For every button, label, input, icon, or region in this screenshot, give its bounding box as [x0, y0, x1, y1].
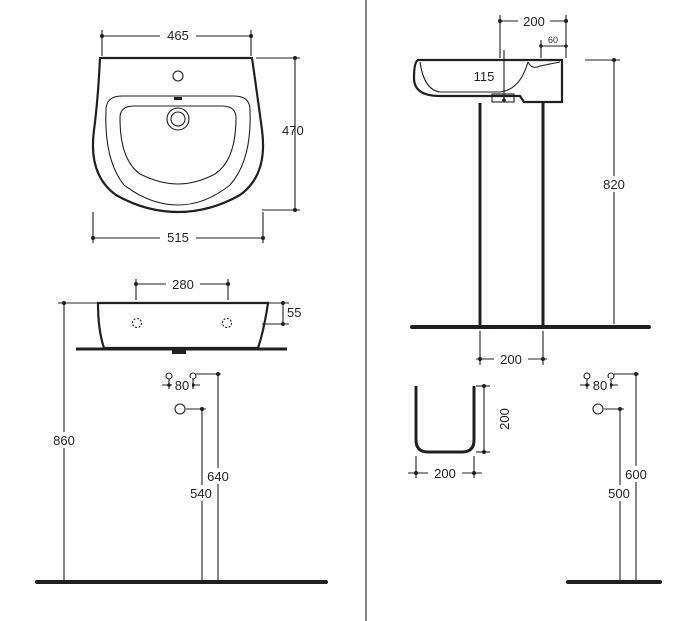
dim-side-200-label: 200: [523, 14, 545, 29]
dim-540-label: 540: [190, 486, 212, 501]
front-view: 280 55 860 80 640 540: [35, 276, 328, 584]
fixing-hole-left: [131, 317, 143, 329]
dim-80-left-label: 80: [175, 378, 189, 393]
front-basin: [96, 301, 270, 350]
semi-pedestal-view: 200 200: [408, 384, 512, 481]
top-view: 465 470 515: [91, 27, 304, 245]
dim-600-label: 600: [625, 467, 647, 482]
front-drain-stub: [172, 349, 186, 354]
basin-bowl: [119, 105, 237, 185]
dim-500-label: 500: [608, 486, 630, 501]
basin-inner-rim: [105, 95, 251, 206]
dim-640-label: 640: [207, 469, 229, 484]
supply-point-left-r: [583, 372, 591, 380]
dim-515-label: 515: [167, 230, 189, 245]
right-pipe-detail: 80 600 500: [566, 372, 662, 584]
drain-inner: [170, 111, 186, 127]
tap-hole: [172, 70, 184, 82]
side-bowl-curve: [419, 61, 529, 93]
dim-pedestal-200-label: 200: [500, 352, 522, 367]
waste-outlet-r: [592, 403, 604, 415]
fixing-hole-right: [221, 317, 233, 329]
dim-860-label: 860: [53, 433, 75, 448]
semi-pedestal-shape: [414, 386, 476, 454]
side-rear-curve: [527, 61, 561, 68]
side-view: 200 60 115 820 200: [410, 13, 651, 367]
dim-semi-200-v-label: 200: [497, 408, 512, 430]
dim-115-label: 115: [474, 69, 495, 84]
dim-55-label: 55: [287, 305, 301, 320]
dim-60-label: 60: [548, 35, 558, 45]
dim-465-label: 465: [167, 28, 189, 43]
drain-outer: [166, 107, 190, 131]
overflow-slot: [174, 97, 182, 100]
dim-280-label: 280: [172, 277, 194, 292]
waste-outlet: [174, 403, 186, 415]
dim-80-right-label: 80: [593, 378, 607, 393]
dim-semi-200-h-label: 200: [434, 466, 456, 481]
side-trap-block: [491, 93, 515, 103]
dim-470-label: 470: [282, 123, 304, 138]
supply-point-left: [165, 372, 173, 380]
dim-820-label: 820: [603, 177, 625, 192]
